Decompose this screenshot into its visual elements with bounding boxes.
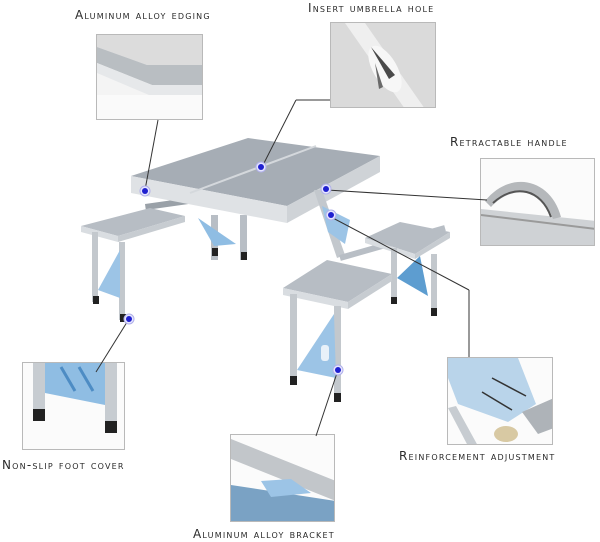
front-right-seat	[283, 260, 392, 402]
inset-reinforcement-detail	[447, 357, 553, 445]
callout-markers	[123, 161, 344, 376]
marker-bracket-icon	[332, 364, 344, 376]
leader-bracket	[315, 369, 339, 437]
inset-edging-detail	[96, 34, 203, 120]
leader-umbrella	[261, 99, 297, 168]
inset-retractable-handle-detail	[480, 158, 595, 246]
label-aluminum-alloy-bracket: Aluminum alloy bracket	[193, 527, 335, 541]
label-retractable-handle: Retractable handle	[450, 135, 568, 149]
inset-bracket-detail	[230, 434, 335, 522]
inset-umbrella-hole-detail	[330, 22, 436, 108]
label-insert-umbrella-hole: Insert umbrella hole	[308, 1, 435, 15]
marker-handle-icon	[320, 183, 332, 195]
leader-handle	[326, 189, 488, 201]
label-aluminum-alloy-edging: Aluminum alloy edging	[75, 8, 211, 22]
marker-reinforcement-icon	[325, 209, 337, 221]
label-reinforcement-adjustment: Reinforcement adjustment	[399, 449, 556, 463]
leader-edging	[144, 119, 159, 191]
center-leg-assembly	[314, 190, 446, 261]
marker-foot-icon	[123, 313, 135, 325]
table-top	[131, 138, 380, 223]
marker-edging-icon	[139, 185, 151, 197]
marker-umbrella-icon	[255, 161, 267, 173]
left-seat	[81, 194, 216, 322]
back-right-seat	[365, 222, 450, 316]
inset-foot-cover-detail	[22, 362, 125, 450]
table-legs	[198, 215, 247, 260]
label-non-slip-foot-cover: Non-slip foot cover	[2, 458, 125, 472]
